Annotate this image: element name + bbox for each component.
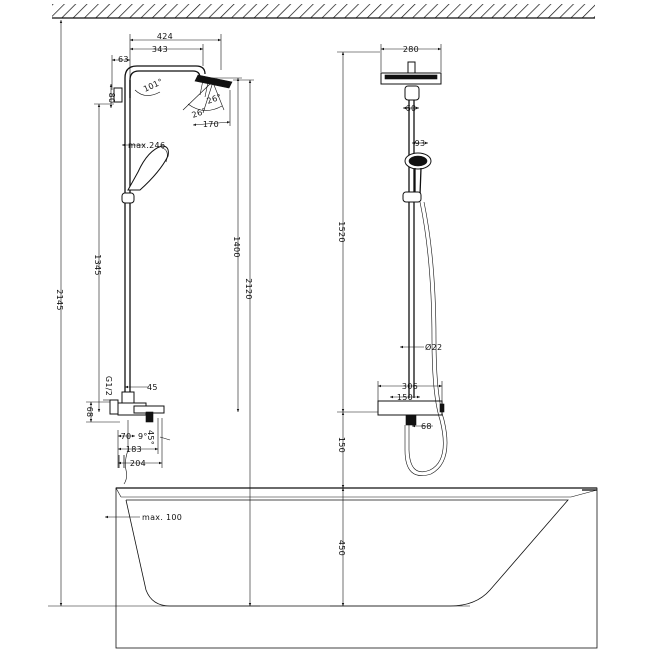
- slider: [121, 192, 135, 204]
- dim-150-horizontal: 150: [397, 393, 413, 402]
- dim-280: 280: [403, 45, 419, 54]
- dim-60: 60: [406, 104, 417, 113]
- slider-front: [402, 191, 422, 203]
- hand-shower: [127, 145, 169, 191]
- front-view: [377, 61, 448, 476]
- side-view-dimensions: 424 343 63 101° 80 26° 26° 170 max.246 1…: [48, 20, 260, 607]
- bathtub: max. 100: [105, 487, 598, 649]
- side-view: [109, 65, 233, 485]
- dim-1345: 1345: [93, 254, 102, 276]
- dim-2120: 2120: [244, 278, 253, 300]
- dim-9deg: 9°: [138, 432, 148, 441]
- dim-1520: 1520: [337, 221, 346, 243]
- dim-45: 45: [147, 383, 158, 392]
- dim-max246: max.246: [128, 141, 165, 150]
- dim-1400: 1400: [232, 236, 241, 258]
- dim-26deg-b: 26°: [206, 92, 223, 106]
- dim-343: 343: [152, 45, 168, 54]
- overhead-shower-head: [194, 74, 233, 98]
- dim-45deg: 45°: [146, 430, 155, 445]
- dim-183: 183: [126, 445, 142, 454]
- dim-63: 63: [118, 55, 129, 64]
- dim-68: 68: [85, 407, 94, 418]
- dim-g12: G1/2: [104, 376, 113, 396]
- tub-inner-outline: [125, 499, 569, 607]
- dim-306: 306: [402, 382, 418, 391]
- dim-80: 80: [107, 93, 116, 104]
- hand-shower-front: [404, 152, 432, 196]
- dim-424: 424: [157, 32, 173, 41]
- dim-170: 170: [203, 120, 219, 129]
- hose-front: [408, 201, 444, 473]
- front-view-dimensions: 280 60 93 1520 Ø22 306 150 68 150 450: [330, 44, 470, 607]
- dim-68-front: 68: [421, 422, 432, 431]
- dim-26deg-a: 26°: [191, 106, 208, 120]
- shower-arm: [124, 65, 206, 98]
- dim-101deg: 101°: [142, 77, 164, 94]
- dim-204: 204: [130, 459, 146, 468]
- dim-dia22: Ø22: [425, 342, 442, 352]
- dim-93: 93: [415, 139, 426, 148]
- ceiling: [52, 4, 595, 19]
- thermostat-front: [377, 400, 445, 426]
- dim-150-vertical: 150: [337, 437, 346, 453]
- dim-450: 450: [337, 540, 346, 556]
- dim-70: 70: [121, 432, 132, 441]
- thermostat-mixer: [109, 391, 165, 423]
- hose: [123, 420, 129, 485]
- dim-2145: 2145: [55, 289, 64, 311]
- dim-max100: max. 100: [142, 513, 182, 522]
